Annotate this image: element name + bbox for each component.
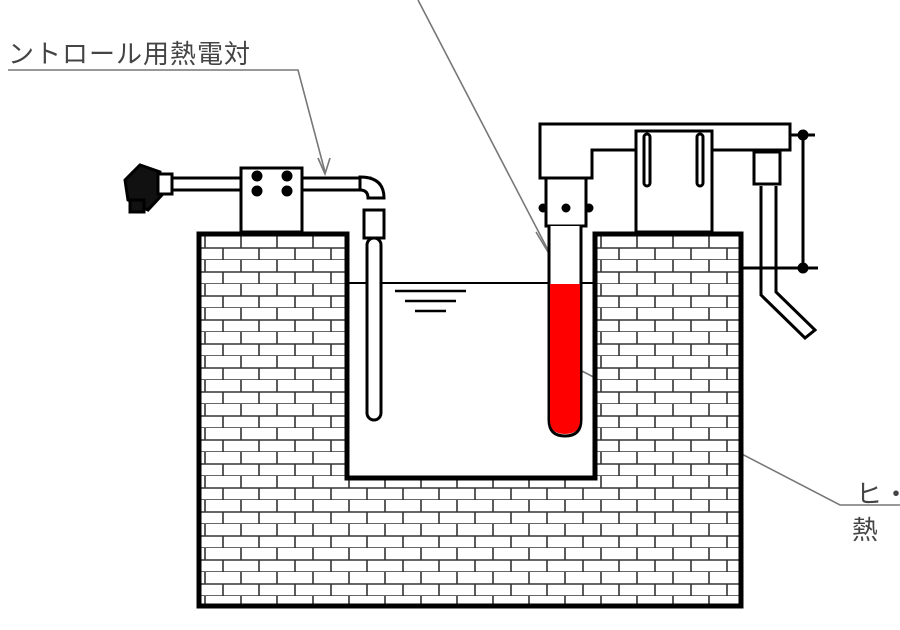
liquid-surface-icon [395,289,466,313]
heater-element [550,284,580,434]
heater-label-line2: 熱 [852,516,880,546]
control-thermocouple [123,163,386,422]
heater [538,122,818,438]
furnace-body [196,231,744,609]
control-thermocouple-label: ントロール用熱電対 [8,40,252,70]
